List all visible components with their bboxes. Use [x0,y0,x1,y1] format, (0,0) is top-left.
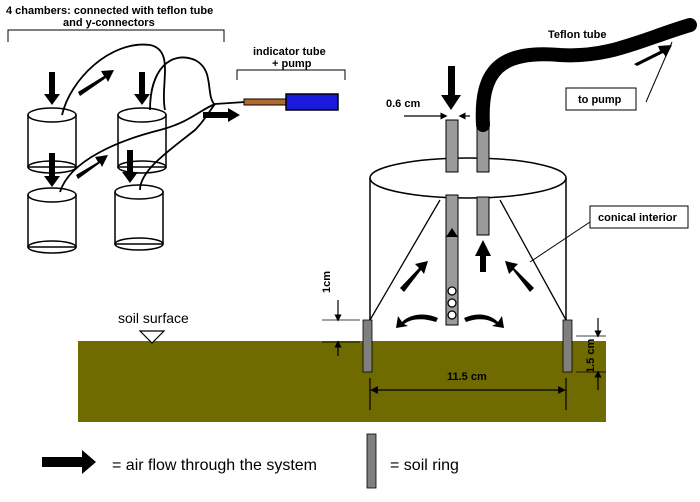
airflow-arrow-icon [203,108,240,122]
dim-11-5-label: 11.5 cm [447,371,487,383]
chambers-label-line1: 4 chambers: connected with teflon tube [6,5,213,17]
indicator-tube [243,98,287,106]
chambers-bracket [7,29,225,42]
indicator-label-line1: indicator tube [253,46,326,58]
legend: = air flow through the system = soil rin… [42,433,459,489]
legend-arrow-text: = air flow through the system [112,457,317,474]
teflon-tube [475,18,697,132]
legend-ring-icon [366,433,377,489]
chambers-group: 4 chambers: connected with teflon tube a… [6,5,346,254]
teflon-tube-label: Teflon tube [548,29,606,41]
connecting-tubes [59,43,246,193]
conical-interior-box [589,205,689,229]
airflow-arrow-icon [475,240,491,256]
interior-arrows [396,228,534,328]
airflow-arrow-icon [44,72,60,105]
chamber-detail: soil surface Teflon tube to pump 0.6 [78,18,697,422]
airflow-arrow-icon [480,255,486,272]
soil-ring-left [362,319,373,373]
chamber-4 [114,184,164,251]
airflow-arrow-icon [44,153,60,187]
airflow-arrow-icon [464,314,504,328]
chamber-lid [369,157,567,199]
indicator-label-line2: + pump [272,58,312,70]
outlet-tube [476,124,490,173]
soil-surface-label: soil surface [118,310,189,326]
legend-arrow-icon [42,450,96,474]
chamber-arrows [44,70,240,187]
dim-1cm-label: 1cm [321,271,333,293]
chamber-3 [27,187,77,254]
airflow-arrow-icon [505,261,534,292]
legend-ring-text: = soil ring [390,457,459,474]
chambers-label-line2: and y-connectors [63,17,155,29]
soil-ring-right [562,319,573,373]
airflow-arrow-icon [441,66,461,110]
airflow-arrow-icon [400,261,428,292]
airflow-arrow-icon [634,45,672,66]
to-pump-box [565,87,637,111]
soil-block [78,341,606,422]
chamber-2 [117,107,167,174]
indicator-bracket [236,69,346,80]
airflow-arrow-icon [396,314,438,328]
inner-outlet-tube [476,196,490,236]
airflow-arrow-icon [76,155,108,179]
dim-1-5-label: 1.5 cm [585,339,597,373]
conical-interior-label: conical interior [598,212,678,224]
soil-surface-marker-icon [138,330,166,344]
airflow-arrow-icon [446,228,458,237]
airflow-arrow-icon [134,72,150,105]
width-label: 0.6 cm [386,98,420,110]
pump-body [285,93,339,111]
airflow-arrow-icon [78,70,114,96]
inlet-tube [445,119,459,173]
airflow-arrow-icon [122,150,138,183]
to-pump-label: to pump [578,94,622,106]
